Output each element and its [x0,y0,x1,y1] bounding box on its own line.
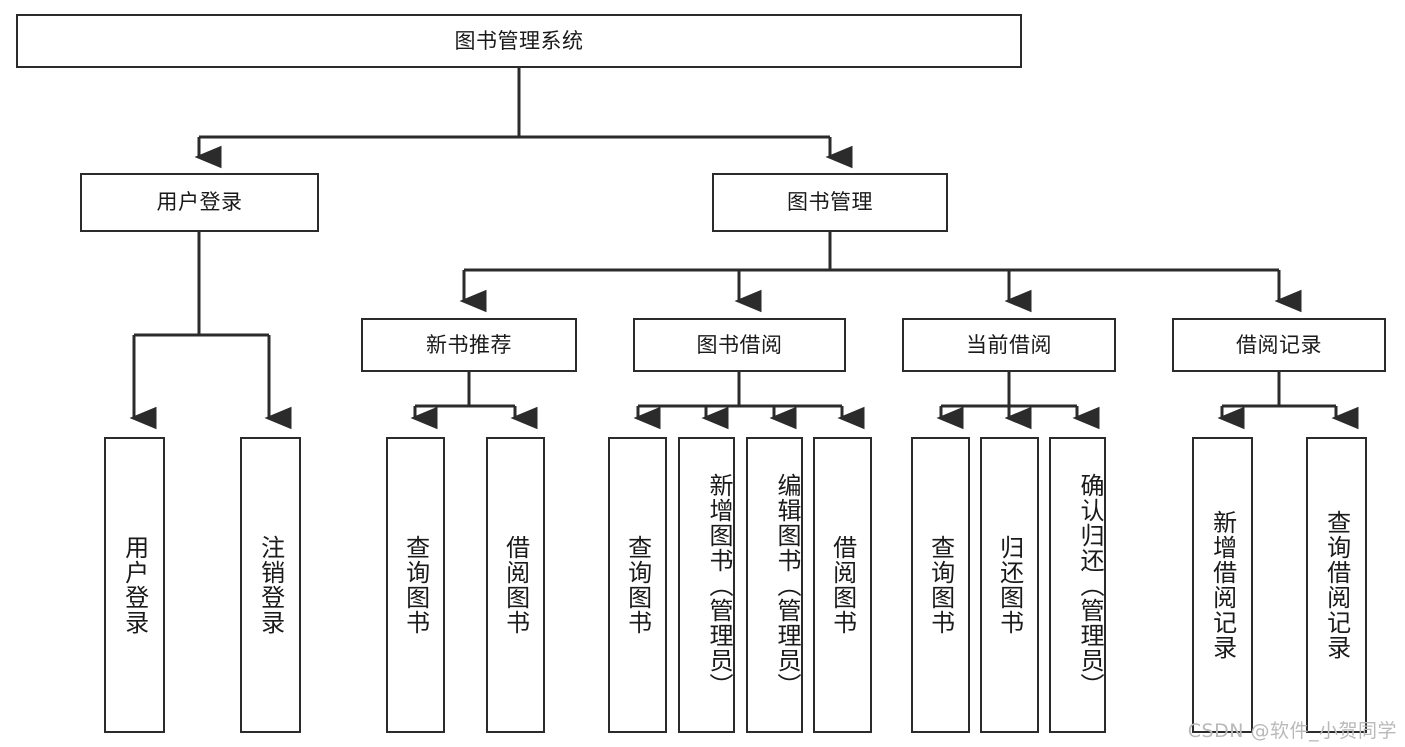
leaf-add-borrow-record[interactable]: 新增借阅记录 [1192,437,1253,733]
leaf-return-book[interactable]: 归还图书 [980,437,1039,733]
leaf-query-book-current[interactable]: 查询图书 [911,437,970,733]
node-user-login[interactable]: 用户登录 [80,173,319,232]
leaf-borrow-book-recommend[interactable]: 借阅图书 [486,437,545,733]
leaf-confirm-return-admin[interactable]: 确认归还（管理员） [1049,437,1106,733]
csdn-watermark: CSDN @软件_小贺同学 [1187,720,1397,742]
node-current-borrow[interactable]: 当前借阅 [902,318,1116,372]
leaf-logout[interactable]: 注销登录 [240,437,301,733]
leaf-edit-book-admin[interactable]: 编辑图书（管理员） [746,437,803,733]
leaf-query-borrow-record[interactable]: 查询借阅记录 [1306,437,1367,733]
leaf-query-book-recommend[interactable]: 查询图书 [386,437,445,733]
leaf-user-login[interactable]: 用户登录 [104,437,165,733]
leaf-query-book-borrow[interactable]: 查询图书 [608,437,667,733]
node-new-book-recommend[interactable]: 新书推荐 [361,318,577,372]
leaf-borrow-book[interactable]: 借阅图书 [813,437,872,733]
node-book-borrow[interactable]: 图书借阅 [633,318,846,372]
leaf-add-book-admin[interactable]: 新增图书（管理员） [678,437,735,733]
node-book-manage[interactable]: 图书管理 [712,173,948,232]
node-borrow-record[interactable]: 借阅记录 [1172,318,1386,372]
node-root[interactable]: 图书管理系统 [16,14,1022,68]
